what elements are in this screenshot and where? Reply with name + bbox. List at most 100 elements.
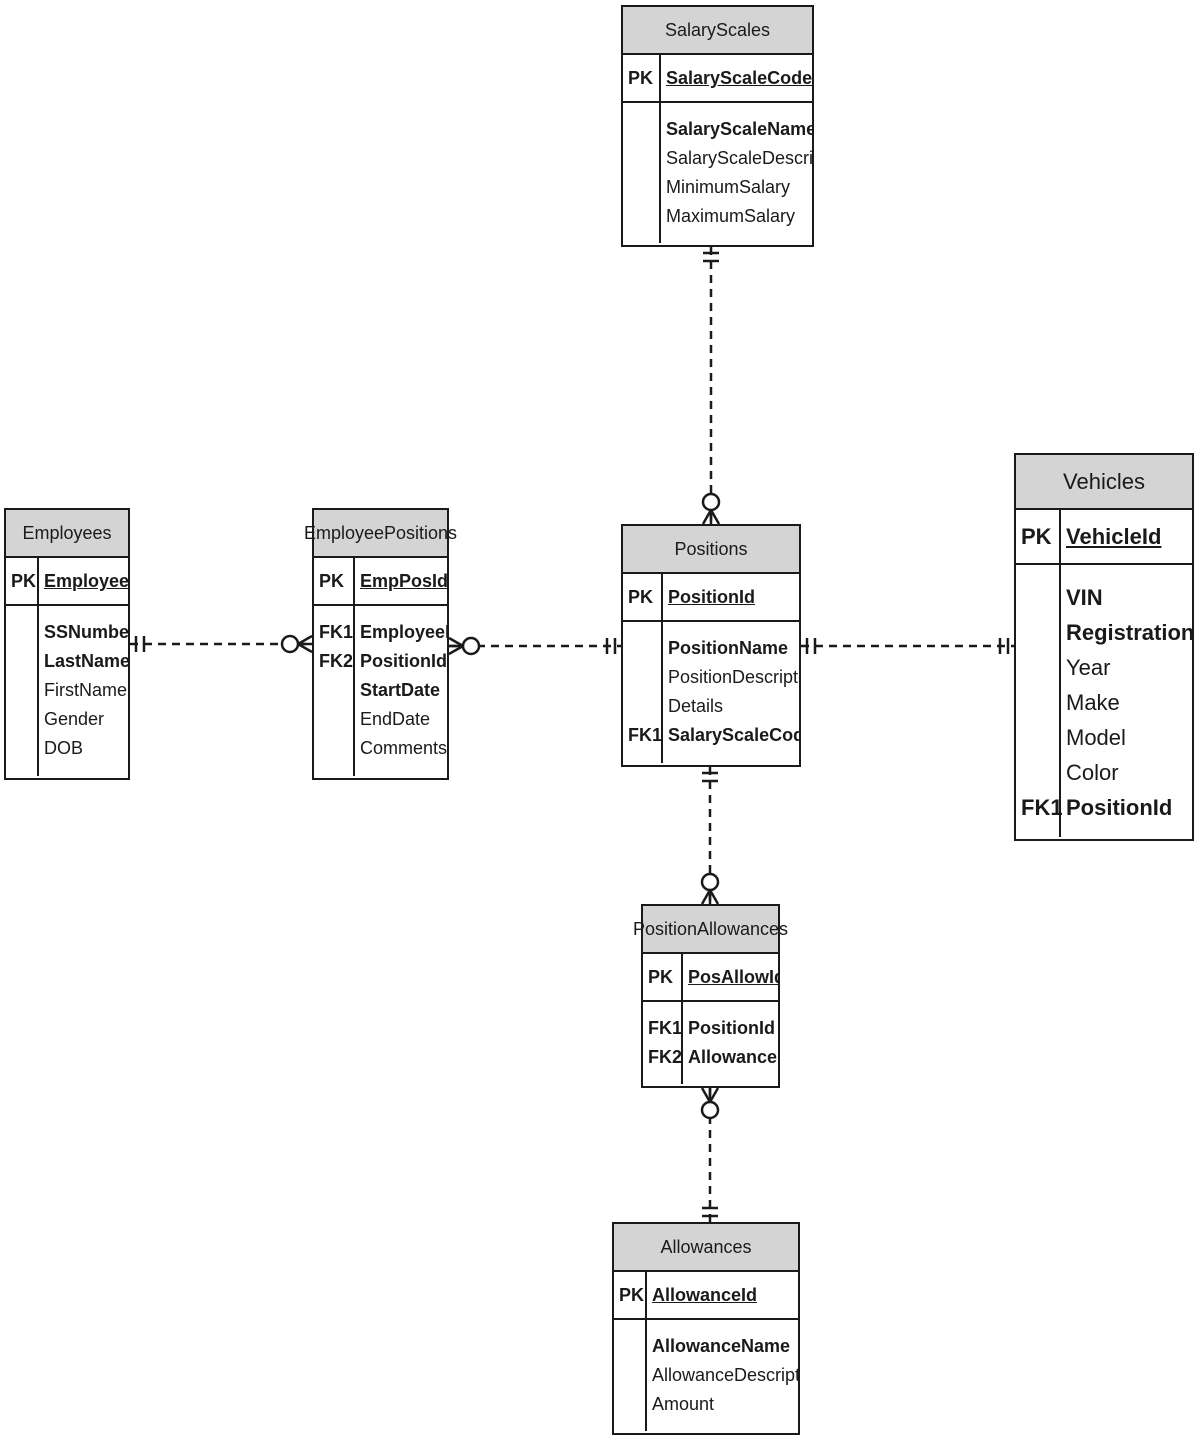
field-key: FK2 xyxy=(319,651,354,671)
field-key xyxy=(628,202,659,231)
field-key xyxy=(628,692,661,721)
zero-marker xyxy=(280,634,300,654)
crows-foot-marker xyxy=(709,509,721,525)
crows-foot-marker xyxy=(700,1087,712,1103)
crows-foot-marker xyxy=(297,642,313,654)
pk-label: PK xyxy=(643,954,683,1000)
crows-foot-marker xyxy=(448,644,464,656)
field-key xyxy=(619,1390,645,1419)
pk-field: PosAllowId xyxy=(688,967,778,987)
pk-label: PK xyxy=(614,1272,647,1318)
zero-marker xyxy=(461,636,481,656)
zero-marker xyxy=(701,492,721,512)
field-name: Make xyxy=(1066,690,1120,715)
pk-label: PK xyxy=(623,55,661,101)
entity-title: Employees xyxy=(6,510,128,558)
field-name: SalaryScaleDescription xyxy=(666,148,812,168)
field-key xyxy=(628,663,661,692)
field-key xyxy=(628,173,659,202)
field-name: SalaryScaleCode xyxy=(668,725,799,745)
crows-foot-marker xyxy=(448,636,464,648)
field-key xyxy=(11,647,37,676)
field-key xyxy=(619,1332,645,1361)
pk-label: PK xyxy=(6,558,39,604)
pk-field: EmpPosId xyxy=(360,571,447,591)
entity-title: Allowances xyxy=(614,1224,798,1272)
field-name: SSNumber xyxy=(44,622,128,642)
zero-marker xyxy=(700,1100,720,1120)
field-name: EndDate xyxy=(360,709,431,729)
field-name: Amount xyxy=(652,1394,715,1414)
field-key: FK1 xyxy=(319,622,354,642)
field-key xyxy=(11,734,37,763)
crows-foot-marker xyxy=(700,889,712,905)
field-name: MaximumSalary xyxy=(666,206,796,226)
field-name: SalaryScaleName xyxy=(666,119,812,139)
field-name: Gender xyxy=(44,709,105,729)
field-name: AllowanceId xyxy=(688,1047,778,1067)
field-key xyxy=(619,1361,645,1390)
field-key: FK2 xyxy=(648,1047,683,1067)
field-key xyxy=(319,734,353,763)
pk-field: VehicleId xyxy=(1066,524,1162,549)
field-key: FK1 xyxy=(1021,795,1063,820)
field-key xyxy=(319,705,353,734)
field-key: FK1 xyxy=(628,725,663,745)
entity-employees: EmployeesPKEmployeeIdSSNumberLastNameFir… xyxy=(4,508,130,780)
pk-label: PK xyxy=(314,558,355,604)
field-name: DOB xyxy=(44,738,84,758)
field-name: EmployeeId xyxy=(360,622,447,642)
field-key xyxy=(11,705,37,734)
field-key xyxy=(1021,685,1059,720)
field-key xyxy=(11,618,37,647)
field-key xyxy=(1021,650,1059,685)
field-name: MinimumSalary xyxy=(666,177,791,197)
field-key xyxy=(628,144,659,173)
zero-marker xyxy=(700,872,720,892)
pk-field: PositionId xyxy=(668,587,755,607)
field-key xyxy=(11,676,37,705)
entity-title: SalaryScales xyxy=(623,7,812,55)
crows-foot-marker xyxy=(708,1087,720,1103)
pk-field: SalaryScaleCode xyxy=(666,68,812,88)
field-name: Color xyxy=(1066,760,1119,785)
field-key xyxy=(1021,720,1059,755)
crows-foot-marker xyxy=(708,889,720,905)
field-name: PositionDescription xyxy=(668,667,799,687)
pk-label: PK xyxy=(1016,510,1061,563)
field-key xyxy=(628,634,661,663)
field-name: PositionName xyxy=(668,638,789,658)
field-name: PositionId xyxy=(688,1018,775,1038)
pk-field: AllowanceId xyxy=(652,1285,758,1305)
field-name: Comments xyxy=(360,738,447,758)
field-name: AllowanceName xyxy=(652,1336,791,1356)
field-name: VIN xyxy=(1066,585,1103,610)
entity-title: PositionAllowances xyxy=(633,906,788,954)
entity-title: EmployeePositions xyxy=(304,510,457,558)
field-name: StartDate xyxy=(360,680,441,700)
entity-title: Vehicles xyxy=(1016,455,1192,510)
entity-title: Positions xyxy=(623,526,799,574)
crows-foot-marker xyxy=(701,509,713,525)
field-key xyxy=(628,115,659,144)
pk-label: PK xyxy=(623,574,663,620)
field-name: FirstName xyxy=(44,680,128,700)
field-name: RegistrationNo xyxy=(1066,620,1192,645)
field-key xyxy=(1021,755,1059,790)
field-key: FK1 xyxy=(648,1018,683,1038)
crows-foot-marker xyxy=(297,634,313,646)
field-name: Year xyxy=(1066,655,1111,680)
field-key xyxy=(1021,615,1059,650)
field-name: AllowanceDescription xyxy=(652,1365,798,1385)
field-key xyxy=(1021,580,1059,615)
field-key xyxy=(319,676,353,705)
field-name: PositionId xyxy=(360,651,447,671)
field-name: PositionId xyxy=(1066,795,1173,820)
